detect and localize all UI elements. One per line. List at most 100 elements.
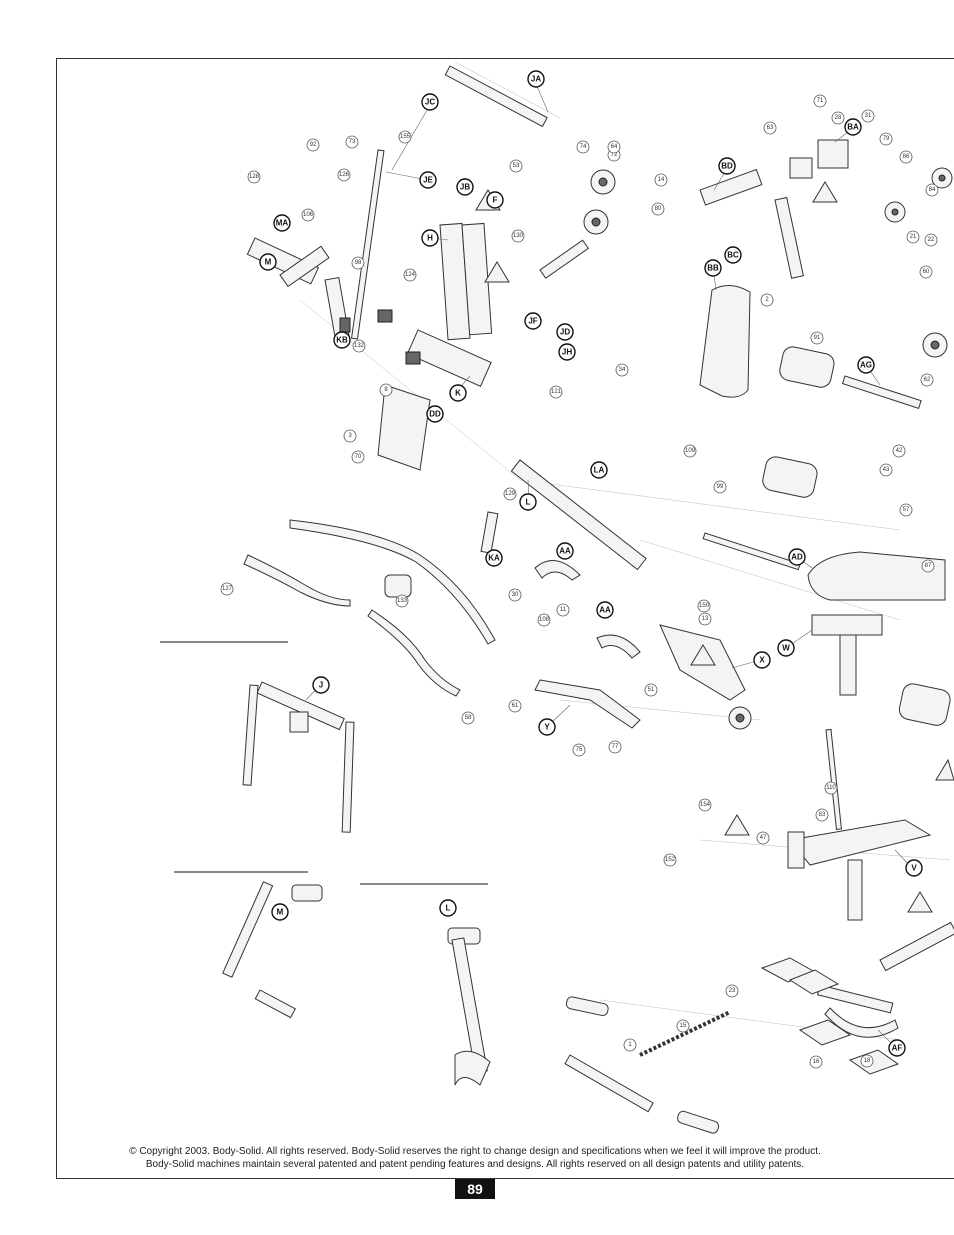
svg-text:AD: AD (791, 553, 803, 562)
base-af (816, 921, 954, 1038)
part-callout-57: 57 (899, 503, 913, 517)
svg-text:84: 84 (929, 187, 936, 193)
svg-text:15: 15 (680, 1023, 687, 1029)
part-callout-30: 30 (508, 588, 522, 602)
assembly-label-k: K (449, 384, 467, 402)
part-callout-84: 84 (925, 183, 939, 197)
svg-text:79: 79 (883, 136, 890, 142)
svg-text:110: 110 (826, 785, 836, 791)
springs (339, 309, 421, 365)
part-callout-18: 18 (860, 1054, 874, 1068)
part-callout-53: 53 (509, 159, 523, 173)
assembly-label-ma: MA (273, 214, 291, 232)
part-callout-73: 73 (345, 135, 359, 149)
assembly-label-bb: BB (704, 259, 722, 277)
svg-text:Y: Y (544, 723, 550, 732)
svg-text:86: 86 (903, 154, 910, 160)
part-callout-2: 2 (760, 293, 774, 307)
svg-text:72: 72 (611, 152, 618, 158)
svg-text:99: 99 (717, 484, 724, 490)
part-callout-61: 61 (508, 699, 522, 713)
slide-k (406, 329, 492, 387)
bracket-ba (789, 139, 849, 179)
svg-text:91: 91 (814, 335, 821, 341)
assembly-label-m: M (259, 253, 277, 271)
svg-text:70: 70 (355, 454, 362, 460)
part-callout-83: 83 (815, 808, 829, 822)
bracket-bd (699, 168, 763, 206)
part-callout-71: 71 (813, 94, 827, 108)
upright-bc (774, 196, 804, 279)
svg-text:74: 74 (580, 144, 587, 150)
svg-text:128: 128 (249, 174, 260, 180)
part-callout-42: 42 (892, 444, 906, 458)
part-callout-47: 47 (756, 831, 770, 845)
seat-back-bb (699, 285, 751, 398)
assembly-label-ad: AD (788, 548, 806, 566)
assembly-label-jf: JF (524, 312, 542, 330)
subassembly-j (242, 681, 355, 833)
svg-text:JD: JD (560, 328, 570, 337)
svg-text:121: 121 (551, 389, 562, 395)
svg-text:AG: AG (860, 361, 872, 370)
svg-text:28: 28 (835, 115, 842, 121)
svg-text:155: 155 (400, 134, 411, 140)
part-callout-11: 11 (556, 603, 570, 617)
assembly-label-kb: KB (333, 331, 351, 349)
svg-text:83: 83 (819, 812, 826, 818)
svg-text:AA: AA (599, 606, 611, 615)
svg-text:150: 150 (699, 603, 710, 609)
svg-text:BD: BD (721, 162, 733, 171)
svg-text:34: 34 (619, 367, 626, 373)
svg-text:3: 3 (348, 433, 352, 439)
part-callout-34: 34 (615, 363, 629, 377)
svg-text:71: 71 (817, 98, 824, 104)
svg-text:13: 13 (702, 616, 709, 622)
part-callout-64: 64 (607, 140, 621, 154)
svg-text:62: 62 (924, 377, 931, 383)
rod-38 (702, 532, 801, 571)
assembly-label-je: JE (419, 171, 437, 189)
copyright-notice: © Copyright 2003. Body-Solid. All rights… (70, 1145, 880, 1171)
upright-h (439, 222, 493, 341)
svg-text:132: 132 (354, 343, 365, 349)
part-callout-74: 74 (576, 140, 590, 154)
part-callout-70: 70 (351, 450, 365, 464)
svg-text:58: 58 (465, 715, 472, 721)
assembly-label-h: H (421, 229, 439, 247)
part-callout-1: 1 (623, 1038, 637, 1052)
part-callout-126: 126 (337, 168, 351, 182)
seat-ad (807, 551, 946, 601)
svg-text:30: 30 (512, 592, 519, 598)
part-callout-98: 98 (351, 256, 365, 270)
part-callout-92: 92 (306, 138, 320, 152)
post-w (811, 614, 883, 696)
svg-text:K: K (455, 389, 461, 398)
svg-text:77: 77 (612, 744, 619, 750)
svg-text:JB: JB (460, 183, 470, 192)
part-callout-124: 124 (403, 268, 417, 282)
part-callout-8: 8 (379, 383, 393, 397)
svg-text:124: 124 (405, 272, 416, 278)
svg-text:73: 73 (349, 139, 356, 145)
assembly-label-y: Y (538, 718, 556, 736)
part-callout-16: 16 (809, 1055, 823, 1069)
part-callout-63: 63 (763, 121, 777, 135)
assembly-label-m: M (271, 903, 289, 921)
part-callout-15: 15 (676, 1019, 690, 1033)
pulleys-top (583, 167, 953, 730)
svg-text:KA: KA (488, 554, 500, 563)
svg-text:129: 129 (505, 491, 516, 497)
part-callout-130: 130 (511, 229, 525, 243)
assembly-label-aa: AA (556, 542, 574, 560)
svg-text:106: 106 (303, 212, 314, 218)
svg-text:64: 64 (611, 144, 618, 150)
part-callout-86: 86 (899, 150, 913, 164)
page-frame (56, 58, 954, 1179)
part-callout-150: 150 (697, 599, 711, 613)
assembly-label-w: W (777, 639, 795, 657)
svg-text:21: 21 (910, 234, 917, 240)
svg-text:JA: JA (531, 75, 541, 84)
